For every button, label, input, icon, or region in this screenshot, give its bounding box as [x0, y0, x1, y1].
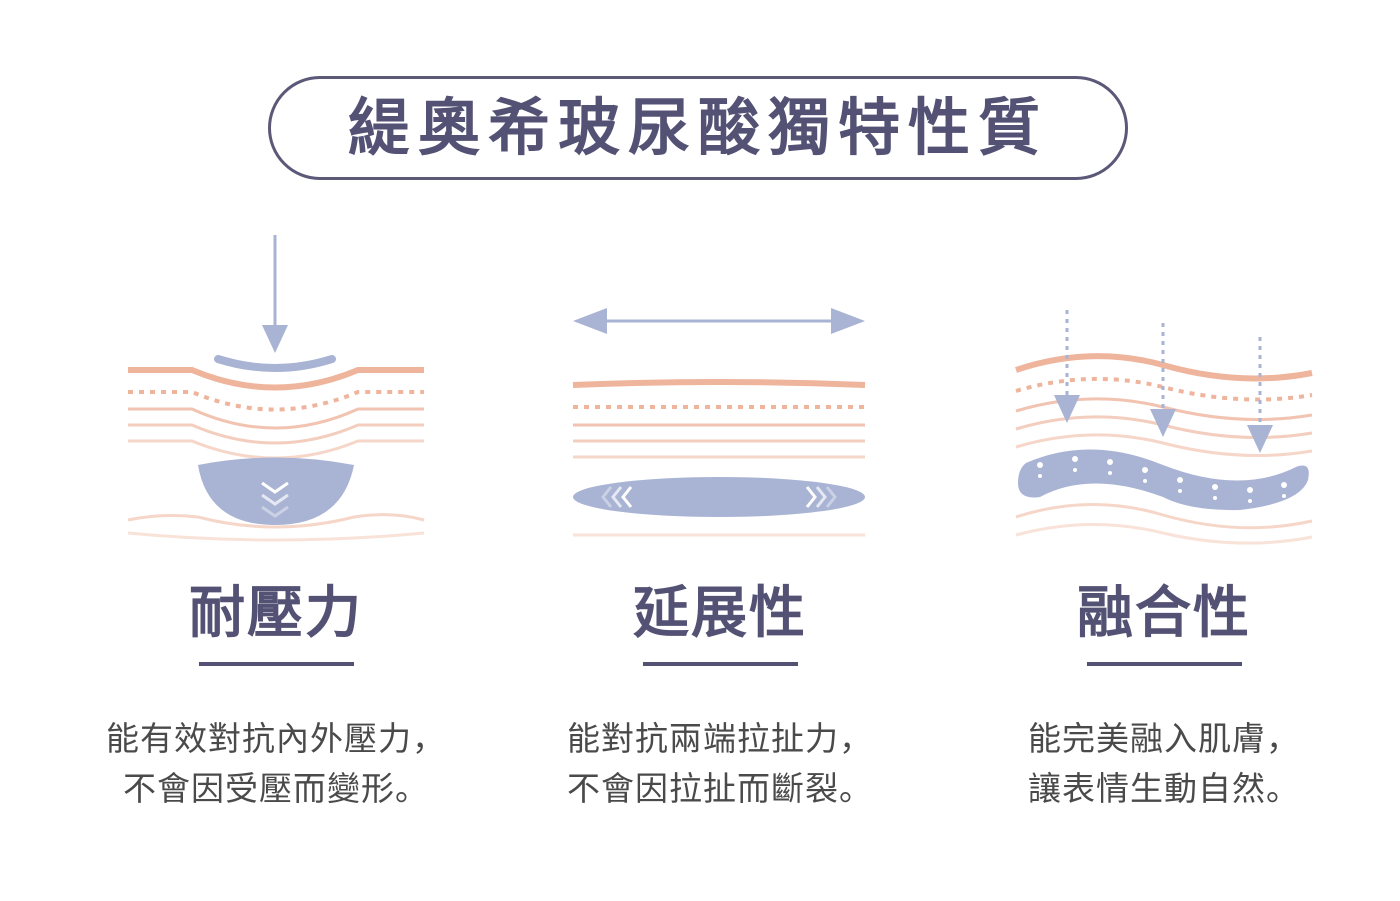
feature-description: 能有效對抗內外壓力， 不會因受壓而變形。: [56, 714, 496, 814]
skin-layer-top: [128, 367, 424, 391]
feature-pressure-resistance: 耐壓力 能有效對抗內外壓力， 不會因受壓而變形。: [56, 580, 496, 814]
skin-layer-bottom: [1015, 522, 1313, 545]
dots-icon: [1037, 456, 1287, 503]
description-line: 不會因受壓而變形。: [123, 769, 429, 808]
description-line: 能對抗兩端拉扯力，: [567, 719, 873, 758]
chevron-right-icon: [815, 486, 827, 508]
skin-layer-bottom: [127, 531, 425, 542]
title-banner: 緹奧希玻尿酸獨特性質: [268, 76, 1128, 180]
heading-underline: [198, 662, 354, 666]
feature-heading: 耐壓力: [189, 581, 363, 646]
description-line: 不會因拉扯而斷裂。: [567, 769, 873, 808]
skin-layer-line: [1015, 433, 1313, 457]
integration-illustration: [1010, 225, 1320, 555]
heading-underline: [1086, 662, 1242, 666]
chevron-right-icon: [825, 486, 837, 508]
chevron-right-icon: [805, 486, 817, 508]
skin-layer-line: [128, 407, 424, 430]
pressure-resistance-illustration: [122, 225, 432, 555]
feature-heading: 延展性: [633, 581, 807, 646]
feature-description: 能對抗兩端拉扯力， 不會因拉扯而斷裂。: [500, 714, 940, 814]
gel-implant: [1018, 449, 1309, 511]
down-arrow-head: [1247, 425, 1273, 453]
down-arrow-head: [1150, 409, 1176, 437]
feature-integration: 融合性 能完美融入肌膚， 讓表情生動自然。: [944, 580, 1384, 814]
skin-layer-line: [128, 423, 424, 445]
description-line: 能有效對抗內外壓力，: [106, 719, 446, 758]
stretchability-illustration: [565, 225, 875, 555]
chevron-left-icon: [621, 486, 633, 508]
pressure-pad: [214, 355, 336, 372]
feature-description: 能完美融入肌膚， 讓表情生動自然。: [944, 714, 1384, 814]
chevron-left-icon: [601, 486, 613, 508]
chevron-down-icon: [261, 505, 289, 518]
skin-layer-dotted: [1015, 376, 1313, 402]
skin-layer-top: [1015, 353, 1313, 382]
feature-heading: 融合性: [1077, 581, 1251, 646]
heading-underline: [642, 662, 798, 666]
skin-layer-dotted: [128, 390, 424, 412]
description-line: 讓表情生動自然。: [1028, 769, 1300, 808]
feature-stretchability: 延展性 能對抗兩端拉扯力， 不會因拉扯而斷裂。: [500, 580, 940, 814]
skin-layer-bottom: [127, 513, 425, 529]
chevron-down-icon: [261, 481, 289, 494]
gel-implant: [573, 477, 865, 517]
skin-layer-bottom: [1015, 502, 1313, 530]
chevron-left-icon: [611, 486, 623, 508]
down-arrow-head: [1054, 395, 1080, 423]
page-title: 緹奧希玻尿酸獨特性質: [347, 91, 1048, 164]
down-arrow-head: [262, 325, 288, 353]
skin-layer-top: [572, 379, 866, 388]
left-arrow-head: [573, 308, 607, 334]
description-line: 能完美融入肌膚，: [1028, 719, 1300, 758]
chevron-down-icon: [261, 493, 289, 506]
right-arrow-head: [831, 308, 865, 334]
